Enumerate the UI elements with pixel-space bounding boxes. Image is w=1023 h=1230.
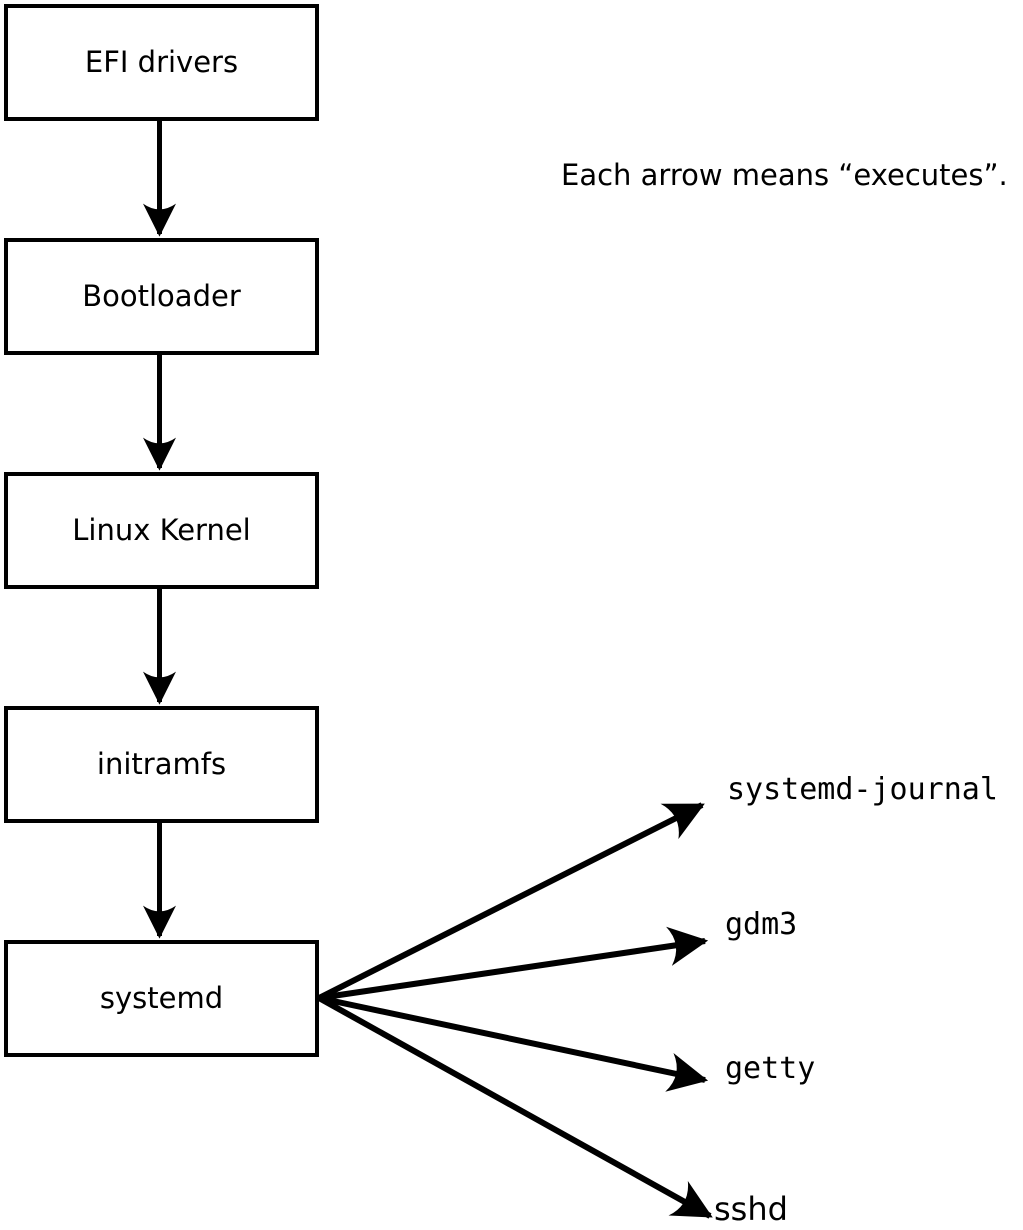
arrow-systemd-to-sshd xyxy=(317,995,713,1219)
node-linux-kernel: Linux Kernel xyxy=(4,472,319,589)
node-systemd: systemd xyxy=(4,940,319,1057)
node-efi-drivers-label: EFI drivers xyxy=(84,45,239,79)
arrow-systemd-to-gdm3 xyxy=(318,926,709,1001)
node-initramfs: initramfs xyxy=(4,706,319,823)
node-bootloader-label: Bootloader xyxy=(82,279,241,313)
leaf-label-systemd-journal: systemd-journal xyxy=(727,772,998,807)
leaf-label-gdm3: gdm3 xyxy=(725,907,798,942)
node-initramfs-label: initramfs xyxy=(96,747,227,781)
node-efi-drivers: EFI drivers xyxy=(4,4,319,121)
arrow-systemd-to-getty xyxy=(318,995,709,1092)
arrow-meaning-annotation: Each arrow means “executes”. xyxy=(561,158,1008,192)
leaf-label-sshd: sshd xyxy=(714,1190,788,1228)
node-bootloader: Bootloader xyxy=(4,238,319,355)
node-linux-kernel-label: Linux Kernel xyxy=(72,513,251,547)
leaf-label-getty: getty xyxy=(725,1051,816,1086)
node-systemd-label: systemd xyxy=(99,981,224,1015)
arrow-systemd-to-systemd-journal xyxy=(317,802,705,1001)
